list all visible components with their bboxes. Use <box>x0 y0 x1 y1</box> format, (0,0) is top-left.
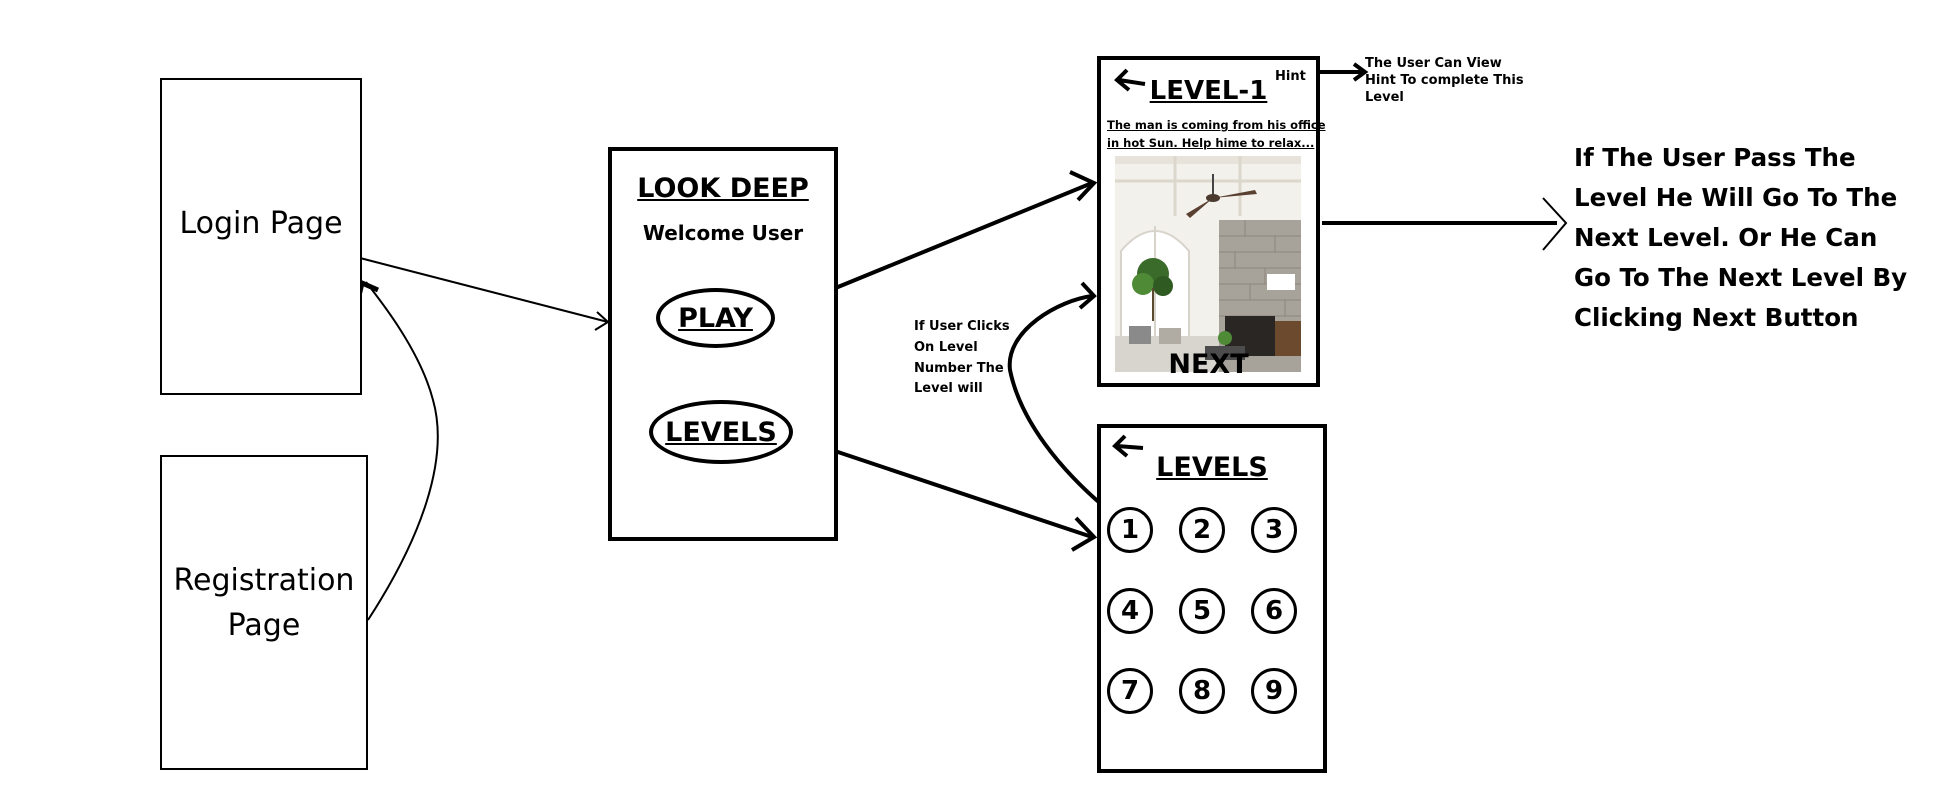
level-title: LEVEL-1 <box>1149 76 1268 106</box>
back-arrow-icon[interactable] <box>1109 432 1149 462</box>
level-button-8[interactable]: 8 <box>1179 668 1225 714</box>
level-description-line2: in hot Sun. Help hime to relax... <box>1107 136 1315 150</box>
level-image <box>1115 156 1301 372</box>
connector-registration-to-login <box>365 281 439 621</box>
level-button-9[interactable]: 9 <box>1251 668 1297 714</box>
connector-level1-to-level-screen <box>1007 294 1110 512</box>
level-click-note-line: On Level <box>914 339 978 355</box>
level-click-note: If User Clicks On Level Number The Level… <box>914 317 1010 400</box>
arrowhead-login-to-home <box>594 311 610 331</box>
arrowhead-level-to-next <box>1542 197 1568 251</box>
level-button-1[interactable]: 1 <box>1107 507 1153 553</box>
pass-level-note: If The User Pass The Level He Will Go To… <box>1574 138 1907 338</box>
pass-level-note-line: Next Level. Or He Can <box>1574 223 1878 252</box>
level-button-3[interactable]: 3 <box>1251 507 1297 553</box>
pass-level-note-line: Level He Will Go To The <box>1574 183 1898 212</box>
level-description-line1: The man is coming from his office <box>1107 118 1326 132</box>
level-click-note-line: Number The <box>914 360 1004 376</box>
level-button-7[interactable]: 7 <box>1107 668 1153 714</box>
level-button-2[interactable]: 2 <box>1179 507 1225 553</box>
back-arrow-icon[interactable] <box>1111 66 1151 96</box>
hint-note-line: Hint To complete This <box>1365 72 1524 88</box>
levels-screen-title: LEVELS <box>1156 452 1268 483</box>
registration-page-box: Registration Page <box>160 455 368 770</box>
next-button[interactable]: NEXT <box>1168 349 1249 380</box>
app-title: LOOK DEEP <box>637 173 809 204</box>
level-button-6[interactable]: 6 <box>1251 588 1297 634</box>
arrowhead-hint-to-note <box>1352 62 1369 82</box>
welcome-text: Welcome User <box>642 221 804 245</box>
registration-page-label-line2: Page <box>227 608 301 643</box>
pass-level-note-line: If The User Pass The <box>1574 143 1856 172</box>
level-button-4[interactable]: 4 <box>1107 588 1153 634</box>
pass-level-note-line: Go To The Next Level By <box>1574 263 1908 292</box>
hint-note-line: The User Can View <box>1365 56 1502 71</box>
login-page-box: Login Page <box>160 78 362 395</box>
levels-button[interactable]: LEVELS <box>649 400 793 464</box>
level-button-5[interactable]: 5 <box>1179 588 1225 634</box>
hint-button[interactable]: Hint <box>1275 69 1306 84</box>
level-click-note-line: Level will <box>914 381 983 397</box>
level-click-note-line: If User Clicks <box>914 319 1010 334</box>
hint-note: The User Can View Hint To complete This … <box>1365 56 1524 107</box>
hint-note-line: Level <box>1365 89 1404 105</box>
connector-login-to-home <box>359 257 609 323</box>
arrowhead-play-to-level <box>1069 170 1098 202</box>
arrowhead-level1-to-level-screen <box>1078 281 1097 310</box>
pass-level-note-line: Clicking Next Button <box>1574 303 1859 332</box>
play-button[interactable]: PLAY <box>656 288 775 348</box>
login-page-label: Login Page <box>179 206 343 241</box>
arrowhead-levels-to-levels-screen <box>1070 516 1098 552</box>
registration-page-label-line1: Registration <box>173 563 355 598</box>
level-screen: Hint LEVEL-1 The man is coming from his … <box>1097 56 1326 387</box>
